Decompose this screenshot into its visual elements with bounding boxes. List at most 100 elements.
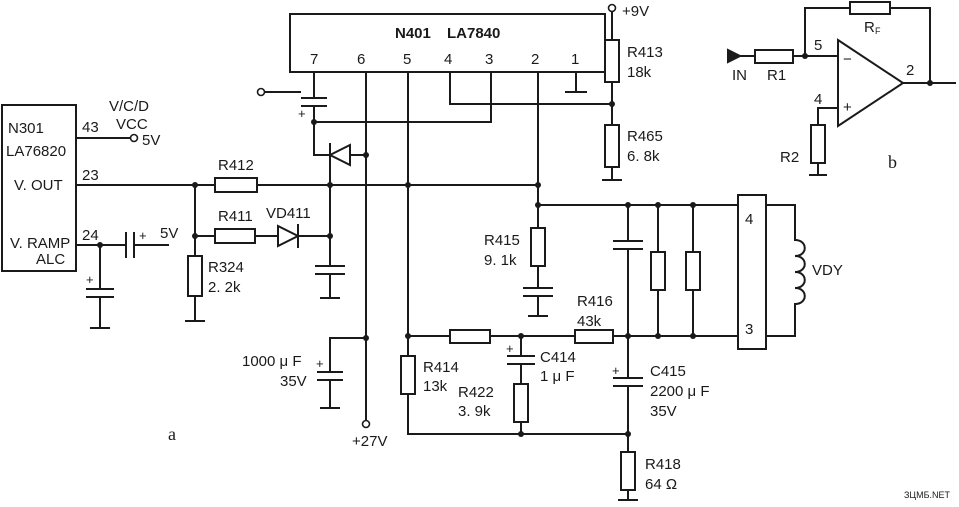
opamp-r2-label: R2 [780, 149, 799, 166]
capacitor-vramp: + [125, 228, 147, 258]
resistor-yoke-damper-2 [685, 204, 701, 337]
vdy-coil: VDY [793, 238, 843, 306]
diode-pump [313, 143, 369, 167]
resistor-r413-value: 18k [627, 64, 652, 81]
ic-n301-vramp-label: V. RAMP [10, 235, 70, 252]
ic-n301-alc-label: ALC [36, 251, 65, 268]
supply-plus9v: +9V [607, 3, 649, 41]
vdy-connector: 4 3 [737, 194, 796, 350]
capacitor-c414-ref: C414 [540, 349, 576, 366]
capacitor-c415-ref: C415 [650, 363, 686, 380]
wire-r414-bottom [407, 393, 629, 435]
junction-diode-node [327, 233, 333, 239]
resistor-r414-value: 13k [423, 378, 448, 395]
capacitor-bulk-value: 1000 μ F [242, 353, 302, 370]
supply-plus27v-terminal [361, 419, 371, 429]
resistor-r465: R465 6. 8k [604, 124, 663, 168]
capacitor-bulk-rating: 35V [280, 373, 307, 390]
junction-pin7 [311, 119, 317, 125]
junction-yoke-bottom-2 [655, 333, 661, 339]
capacitor-r415 [523, 287, 553, 317]
capacitor-c415: + C415 2200 μ F 35V [612, 363, 710, 420]
opamp-rf [849, 1, 891, 15]
opamp-r2 [810, 124, 826, 164]
ic-n301-pin-24: 24 [82, 227, 99, 244]
opamp-pin-out: 2 [906, 62, 914, 79]
svg-text:+: + [298, 106, 306, 121]
capacitor-pin7: + [298, 97, 327, 121]
capacitor-c415-value: 2200 μ F [650, 383, 710, 400]
resistor-r411-ref: R411 [218, 208, 253, 225]
resistor-r465-value: 6. 8k [627, 148, 660, 165]
resistor-r418: R418 64 Ω [620, 451, 681, 493]
svg-text:+: + [139, 228, 147, 243]
resistor-r413: R413 18k [604, 39, 663, 83]
ic-n301-vout-label: V. OUT [14, 177, 63, 194]
ic-n401-pin1-ground [565, 71, 587, 93]
ic-n401-pin-7: 7 [310, 51, 318, 68]
resistor-r465-ref: R465 [627, 128, 663, 145]
svg-text:+: + [506, 341, 514, 356]
capacitor-alc: + [86, 272, 114, 329]
ic-n301: N301 LA76820 V. OUT V. RAMP ALC 43 23 24 [1, 104, 99, 272]
wire-pin3 [313, 71, 492, 123]
resistor-r414-ref: R414 [423, 359, 459, 376]
opamp-circuit: IN R1 R F − + 5 4 2 R2 b [727, 1, 956, 176]
resistor-feedback [449, 329, 491, 344]
ic-n301-part: LA76820 [6, 143, 66, 160]
ic-n401-name: N401 [395, 25, 431, 42]
opamp-r1 [754, 49, 794, 64]
capacitor-c414: + C414 1 μ F [506, 341, 576, 385]
wire-bulk-cap [329, 337, 367, 373]
resistor-r324-ref: R324 [208, 259, 244, 276]
opamp-plus: + [843, 99, 852, 116]
resistor-r411: R411 [214, 208, 256, 244]
figure-label-a: a [168, 424, 176, 444]
diode-vd411-ref: VD411 [266, 205, 311, 222]
junction-divider [609, 101, 615, 107]
vcc-label-vcd: V/C/D [109, 98, 149, 115]
resistor-yoke-damper-1 [650, 204, 666, 337]
terminal-pin7-input [256, 87, 266, 97]
svg-text:+: + [86, 272, 94, 287]
diode-vd411: VD411 [266, 205, 311, 248]
svg-text:+: + [316, 356, 324, 371]
resistor-r418-ref: R418 [645, 456, 681, 473]
junction-r422-bottom [518, 431, 524, 437]
resistor-r412-ref: R412 [218, 157, 254, 174]
opamp-triangle [837, 38, 905, 128]
ic-n401-pin-3: 3 [485, 51, 493, 68]
resistor-r324-value: 2. 2k [208, 279, 241, 296]
resistor-r415-ref: R415 [484, 232, 520, 249]
resistor-r416-value: 43k [577, 313, 602, 330]
resistor-r422-ref: R422 [458, 384, 494, 401]
ic-n401-pin-4: 4 [444, 51, 452, 68]
junction-yoke-bottom-3 [690, 333, 696, 339]
vcc-label-vcc: VCC [116, 116, 148, 133]
opamp-pin-noninv: 4 [814, 91, 822, 108]
opamp-rf-subscript: F [875, 26, 881, 36]
resistor-r418-value: 64 Ω [645, 476, 677, 493]
wire-pin4-divider [449, 71, 613, 105]
vdy-pin-bottom: 3 [745, 321, 753, 338]
ic-n401-pin-2: 2 [531, 51, 539, 68]
ic-n301-pin-23: 23 [82, 167, 99, 184]
ic-n301-pin-43: 43 [82, 119, 99, 136]
opamp-minus: − [843, 51, 852, 68]
resistor-r415: R415 9. 1k [484, 227, 546, 269]
ic-n401-part: LA7840 [447, 25, 500, 42]
ic-n401-pin-6: 6 [357, 51, 365, 68]
capacitor-diode-node [315, 265, 345, 299]
capacitor-c414-value: 1 μ F [540, 368, 574, 385]
svg-text:+: + [612, 363, 620, 378]
resistor-r412: R412 [214, 157, 258, 193]
supply-plus9v-label: +9V [622, 3, 649, 20]
ic-n301-name: N301 [8, 120, 44, 137]
resistor-r414: R414 13k [400, 355, 459, 395]
opamp-rf-label: R [864, 19, 875, 36]
opamp-input-label: IN [732, 67, 747, 84]
resistor-r415-value: 9. 1k [484, 252, 517, 269]
capacitor-yoke-snubber [613, 204, 643, 337]
vdy-pin-top: 4 [745, 211, 753, 228]
